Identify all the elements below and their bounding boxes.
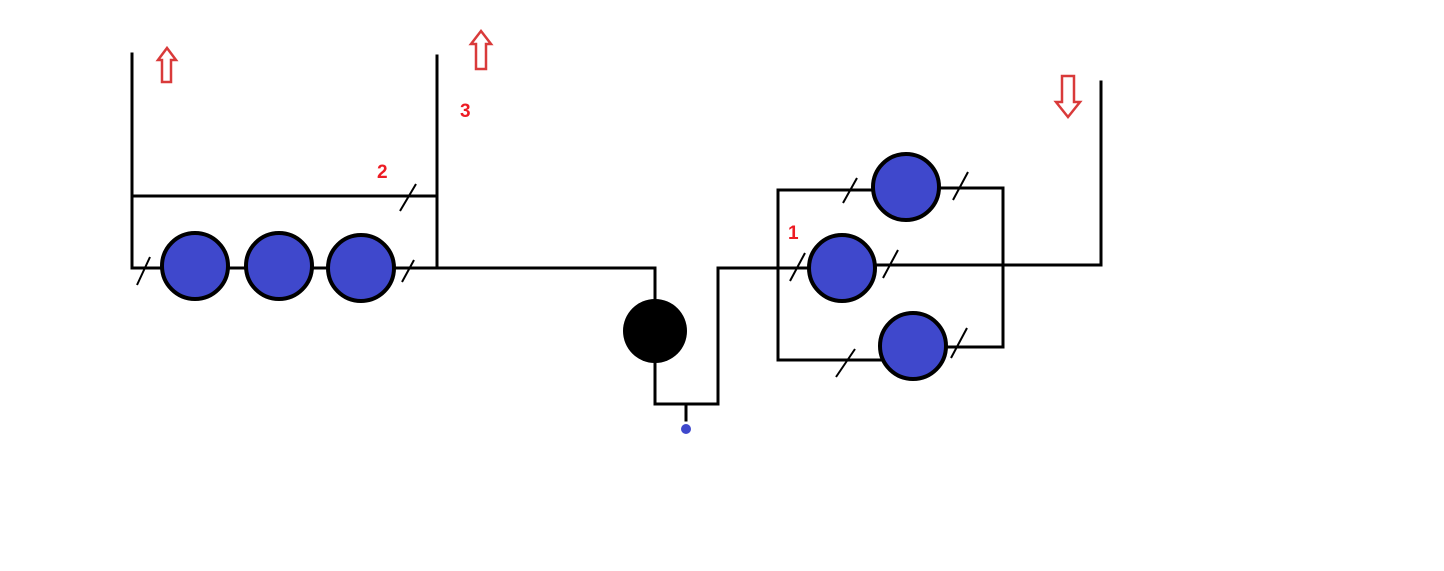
down-arrow-icon xyxy=(1053,74,1083,120)
up-arrow-icon xyxy=(155,45,179,84)
source-circle xyxy=(623,299,687,363)
source-top-wire xyxy=(435,266,657,307)
switch-tick xyxy=(882,249,899,279)
bulb xyxy=(160,231,230,301)
switch-tick xyxy=(842,177,858,204)
switch-tick xyxy=(835,348,856,378)
right-section xyxy=(776,80,1103,381)
bulb xyxy=(244,231,314,301)
switch-tick xyxy=(789,252,806,282)
number-labels: 1 2 3 xyxy=(377,101,799,244)
ground-dot xyxy=(681,424,691,434)
up-arrow-icon xyxy=(468,28,494,71)
switch-tick xyxy=(950,327,968,359)
bulb xyxy=(871,152,941,222)
label-one: 1 xyxy=(788,223,799,244)
switch-tick xyxy=(952,171,969,201)
label-three: 3 xyxy=(460,101,471,122)
switch-tick xyxy=(401,259,415,283)
bulb xyxy=(878,311,948,381)
switch-tick xyxy=(136,256,151,286)
label-two: 2 xyxy=(377,162,388,183)
source-bottom-wire xyxy=(653,266,780,406)
center-section xyxy=(435,266,780,434)
bulb xyxy=(326,233,396,303)
bulb xyxy=(807,233,877,303)
left-section xyxy=(130,52,439,303)
arrows xyxy=(155,28,1083,120)
switch-tick xyxy=(399,183,417,212)
